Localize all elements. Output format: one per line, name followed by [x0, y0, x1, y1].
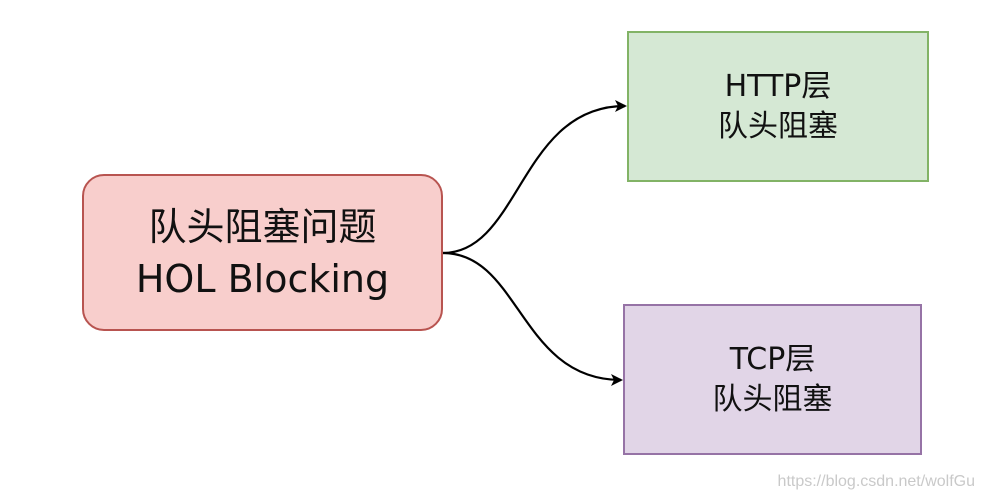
http-layer-label: HTTP层	[724, 68, 832, 104]
hol-blocking-title-en: HOL Blocking	[135, 256, 390, 301]
http-layer-node: HTTP层 队头阻塞	[627, 31, 929, 182]
tcp-layer-label: TCP层	[729, 341, 816, 377]
http-layer-sublabel: 队头阻塞	[718, 108, 838, 144]
tcp-layer-sublabel: 队头阻塞	[712, 381, 833, 417]
source-watermark: https://blog.csdn.net/wolfGu	[777, 473, 975, 490]
hol-blocking-title-cn: 队头阻塞问题	[148, 204, 377, 249]
edge-to-tcp	[442, 251, 623, 386]
tcp-layer-node: TCP层 队头阻塞	[623, 304, 922, 455]
edge-to-http	[442, 100, 627, 255]
hol-blocking-node: 队头阻塞问题 HOL Blocking	[82, 174, 443, 331]
